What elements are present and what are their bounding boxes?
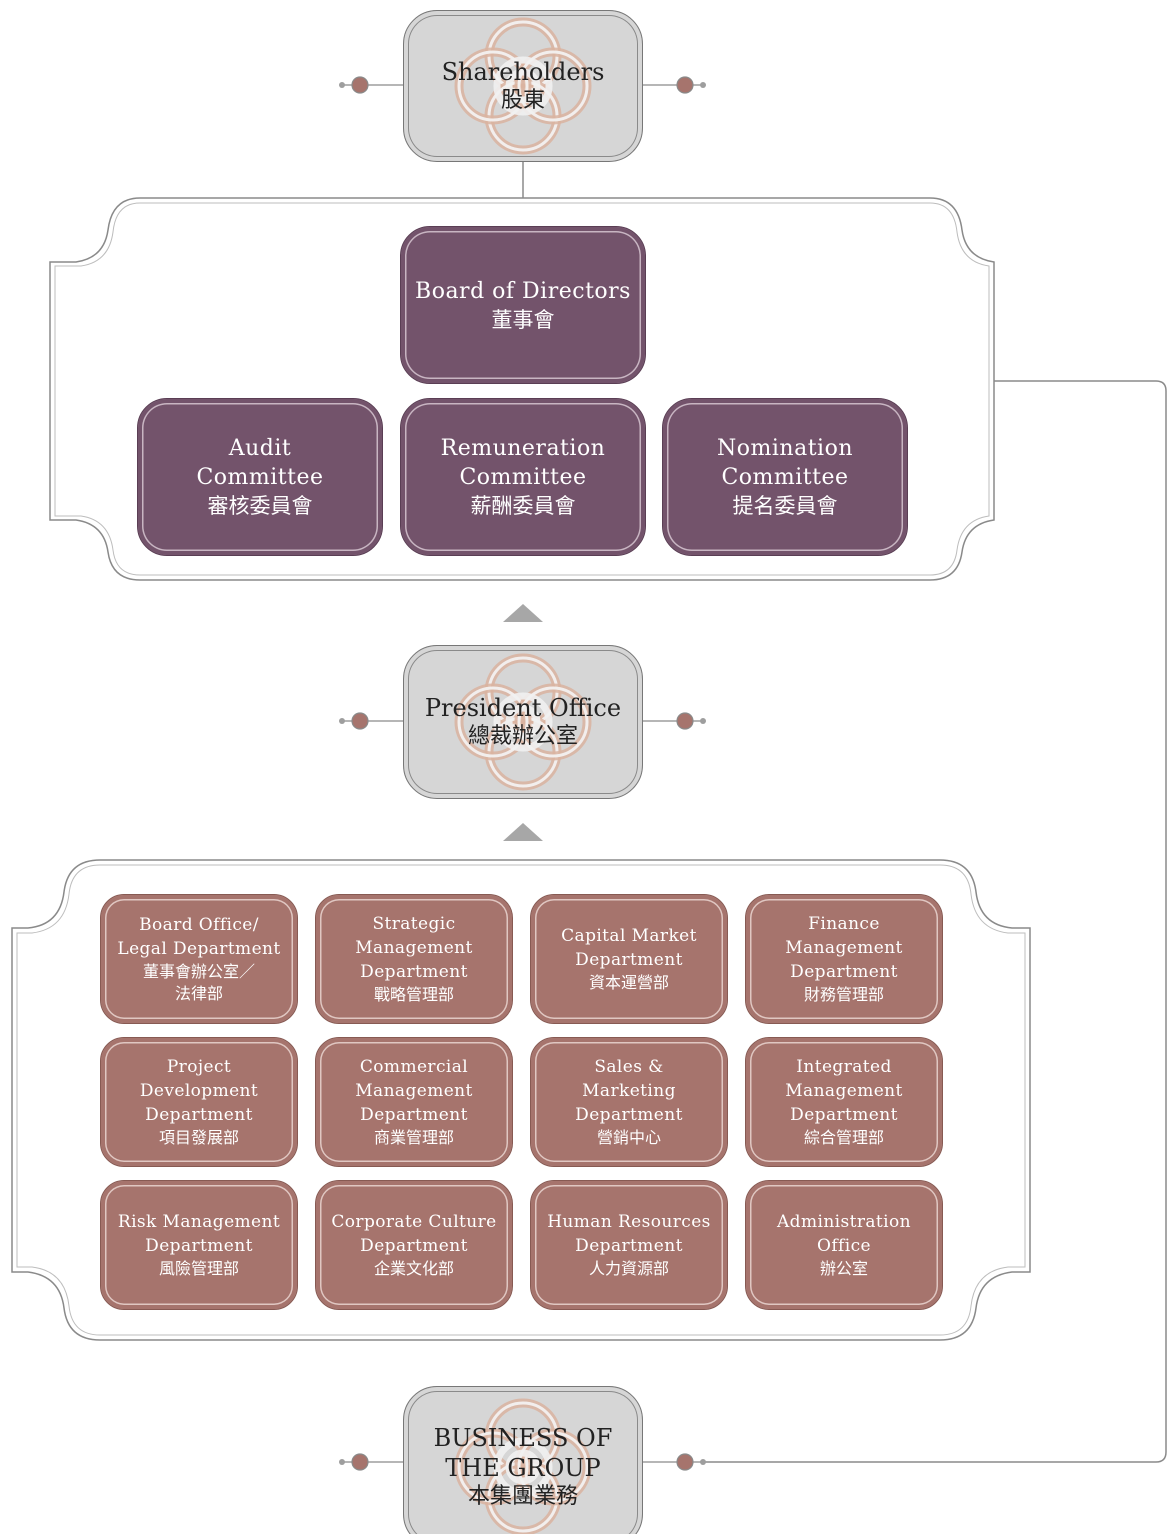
remuneration-committee-node: Remuneration Committee 薪酬委員會	[400, 398, 646, 556]
president-office-label-zh: 總裁辦公室	[467, 724, 578, 749]
shareholders-label-zh: 股東	[500, 88, 545, 113]
department-label-en: Department	[790, 1105, 898, 1125]
connector-bead-icon	[351, 712, 369, 730]
connector-bead-icon	[339, 718, 345, 724]
business-of-the-group-node: BUSINESS OF THE GROUP 本集團業務	[403, 1386, 643, 1534]
department-label-zh: 風險管理部	[158, 1259, 239, 1278]
department-label-zh: 商業管理部	[373, 1128, 454, 1147]
committee-label-en: Audit	[228, 436, 292, 461]
department-label-en: Board Office/	[139, 915, 259, 935]
board-label-en: Board of Directors	[415, 278, 631, 304]
department-label-zh: 戰略管理部	[373, 985, 454, 1004]
connector-bead-icon	[339, 1459, 345, 1465]
audit-committee-node: Audit Committee 審核委員會	[137, 398, 383, 556]
president-office-label-en: President Office	[424, 694, 622, 722]
committee-label-zh: 薪酬委員會	[470, 494, 576, 518]
department-label-en: Department	[360, 1105, 468, 1125]
shareholders-node: Shareholders 股東	[403, 10, 643, 162]
shareholders-label-en: Shareholders	[441, 58, 605, 86]
department-label-en: Corporate Culture	[331, 1212, 497, 1232]
feedback-connector	[700, 380, 1167, 1463]
department-node: Board Office/Legal Department 董事會辦公室／ 法律部	[100, 894, 298, 1024]
department-label-en: Department	[145, 1236, 253, 1256]
board-label-zh: 董事會	[491, 307, 555, 332]
department-label-zh: 資本運營部	[588, 973, 669, 992]
department-label-zh: 項目發展部	[158, 1128, 239, 1147]
department-label-en: Management	[785, 938, 903, 958]
department-label-en: Strategic	[372, 914, 456, 934]
committee-label-zh: 提名委員會	[732, 494, 838, 518]
connector-bead-icon	[700, 718, 706, 724]
business-label-zh: 本集團業務	[467, 1484, 578, 1509]
department-label-en: Management	[785, 1081, 903, 1101]
department-label-zh: 人力資源部	[588, 1259, 669, 1278]
department-label-en: Sales &	[594, 1057, 664, 1077]
committee-label-en: Committee	[721, 465, 849, 490]
department-label-en: Department	[575, 1105, 683, 1125]
committee-label-zh: 審核委員會	[207, 494, 313, 518]
business-label-en-2: THE GROUP	[445, 1454, 601, 1482]
department-label-en: Legal Department	[117, 939, 281, 959]
connector-bead-icon	[351, 76, 369, 94]
department-label-en: Management	[355, 1081, 473, 1101]
committee-label-en: Committee	[459, 465, 587, 490]
department-label-zh: 董事會辦公室／	[142, 962, 255, 981]
connector-bead-icon	[700, 1459, 706, 1465]
connector-bead-icon	[676, 76, 694, 94]
department-label-en: Department	[790, 962, 898, 982]
department-label-en: Risk Management	[117, 1212, 281, 1232]
department-label-en: Department	[145, 1105, 253, 1125]
connector-bead-icon	[700, 82, 706, 88]
department-label-en: Commercial	[359, 1057, 469, 1077]
department-label-en: Department	[360, 1236, 468, 1256]
department-label-en: Capital Market	[561, 926, 697, 946]
department-label-en: Administration	[777, 1212, 911, 1232]
president-office-node: President Office 總裁辦公室	[403, 645, 643, 799]
department-label-en: Department	[360, 962, 468, 982]
department-label-zh: 財務管理部	[803, 985, 884, 1004]
committee-label-en: Remuneration	[440, 436, 606, 461]
committee-label-en: Committee	[196, 465, 324, 490]
department-label-zh: 綜合管理部	[803, 1128, 884, 1147]
department-label-en: Project	[166, 1057, 232, 1077]
department-label-zh: 辦公室	[819, 1259, 868, 1278]
department-label-en: Integrated	[796, 1057, 892, 1077]
department-label-en: Department	[575, 950, 683, 970]
departments-group-frame	[11, 859, 1031, 1341]
up-arrow-icon	[503, 604, 543, 622]
connector-bead-icon	[351, 1453, 369, 1471]
board-of-directors-node: Board of Directors 董事會	[400, 226, 646, 384]
connector-bead-icon	[676, 1453, 694, 1471]
up-arrow-icon	[503, 823, 543, 841]
department-label-en: Development	[139, 1081, 259, 1101]
department-label-zh: 營銷中心	[596, 1128, 661, 1147]
board-group-frame	[49, 197, 995, 581]
department-label-en: Management	[355, 938, 473, 958]
department-label-en: Department	[575, 1236, 683, 1256]
department-label-en: Office	[817, 1236, 871, 1256]
nomination-committee-node: Nomination Committee 提名委員會	[662, 398, 908, 556]
department-label-zh: 企業文化部	[373, 1259, 454, 1278]
department-label-en: Marketing	[582, 1081, 676, 1101]
department-label-en: Finance	[808, 914, 880, 934]
department-label-en: Human Resources	[547, 1212, 711, 1232]
connector-bead-icon	[339, 82, 345, 88]
connector-bead-icon	[676, 712, 694, 730]
department-label-zh: 法律部	[174, 984, 223, 1003]
business-label-en-1: BUSINESS OF	[433, 1424, 613, 1452]
committee-label-en: Nomination	[717, 436, 853, 461]
